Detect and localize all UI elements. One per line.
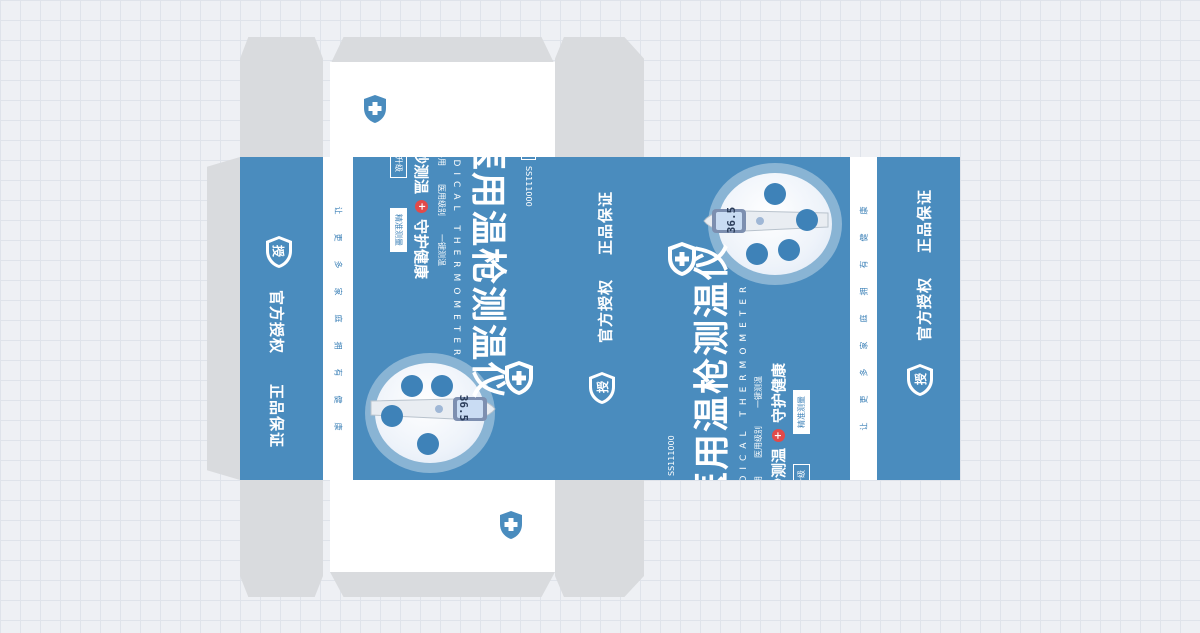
tag-upgrade: 全新升级 [390,157,407,178]
side-slogan-char: 健 [333,395,343,404]
tag-accurate: 精准测量 [793,390,810,435]
side-slogan-char: 有 [859,260,868,269]
feature-dot [431,375,453,397]
authorized-shield-icon [589,372,615,404]
authorized-char: 授 [271,244,286,257]
feature-dot [746,243,768,265]
side-slogan-char: 健 [859,233,868,242]
side-slogan-char: 拥 [333,341,343,350]
product-title: 医用温枪测温仪 [467,157,508,401]
authorized-text: 官方授权 [596,279,614,344]
top-flap-left [240,37,323,157]
product-subtitle: MEDICAL THERMOMETER [451,157,461,362]
genuine-text: 正品保证 [596,190,614,255]
authorized-char: 授 [595,381,610,394]
tag-upgrade: 全新升级 [793,464,810,480]
authorized-text: 官方授权 [915,277,933,342]
thermometer-display-value: 36.5 [724,206,738,234]
main-front-panel-left: 36.5 型号 SS111000 医用温枪测温仪 MEDICAL THERMOM… [353,157,555,480]
top-tuck-flap-left [330,37,555,65]
side-flap-left-outer [207,157,240,480]
authorized-shield-icon [266,236,292,268]
feature-dot [778,239,800,261]
feature-dot [764,183,786,205]
bottom-flap-middle [555,480,644,597]
authorized-text: 官方授权 [267,289,285,354]
side-slogan-char: 家 [333,287,343,296]
slogan-right: 守护健康 [770,362,788,423]
top-flap-middle [555,37,644,157]
model-value: SS111000 [524,165,533,207]
product-subtitle: MEDICAL THERMOMETER [739,280,749,480]
side-slogan-char: 家 [859,341,868,350]
genuine-text: 正品保证 [915,188,933,253]
model-label: 型号 [521,157,536,160]
side-slogan-char: 拥 [859,287,868,296]
feature-dot [381,405,403,427]
left-side-panel: 授 官方授权 正品保证 [240,157,323,480]
side-slogan-char: 多 [859,368,868,377]
feature-dot [417,433,439,455]
slogan-left: 一秒测温 [770,447,788,480]
slogan-left: 一秒测温 [412,157,430,195]
bottom-info-panel-left [330,480,555,572]
genuine-text: 正品保证 [267,384,285,449]
bottom-tuck-flap-left [330,572,555,597]
side-slogan-char: 更 [859,395,868,404]
authorized-char: 授 [913,373,928,386]
middle-side-panel: 授 官方授权 正品保证 [555,157,644,480]
heart-cross-icon: + [772,428,785,442]
side-slogan-char: 有 [333,368,343,377]
side-slogan-char: 康 [859,206,868,215]
side-slogan-char: 多 [333,260,343,269]
side-slogan-char: 康 [333,422,343,431]
feature-dot [401,375,423,397]
side-slogan-strip-left: 让 更 多 家 庭 拥 有 健 康 [323,157,353,480]
side-slogan-char: 庭 [859,314,868,323]
product-title: 医用温枪测温仪 [692,241,733,480]
feature-text: 医用级别 [754,426,763,459]
feature-text: 一键测温 [437,233,446,266]
medical-cross-shield-icon [500,511,522,539]
medical-cross-shield-icon [668,242,696,276]
tag-accurate: 精准测量 [390,207,407,252]
side-slogan-char: 让 [333,206,343,215]
model-value: SS111000 [667,435,676,477]
side-slogan-strip-right: 让 更 多 家 庭 拥 有 健 康 [850,157,877,480]
right-side-panel: 授 官方授权 正品保证 [877,157,960,480]
feature-dot [796,209,818,231]
bottom-flap-left [240,480,323,597]
feature-text: 一机多用 [753,476,764,480]
medical-cross-shield-icon [364,95,386,123]
main-back-panel-right: 36.5 型号 SS111000 医用温枪测温仪 MEDICAL THERMOM… [644,157,850,480]
feature-text: 医用级别 [437,183,446,216]
side-slogan-char: 更 [333,233,343,242]
slogan-right: 守护健康 [412,219,430,280]
medical-cross-shield-icon [505,361,533,395]
feature-text: 一键测温 [754,376,763,409]
side-slogan-char: 让 [859,422,868,431]
authorized-shield-icon [907,364,933,396]
feature-text: 一机多用 [436,157,447,166]
top-info-panel-left [330,62,555,157]
heart-cross-icon: + [415,200,428,214]
side-slogan-char: 庭 [333,314,343,323]
